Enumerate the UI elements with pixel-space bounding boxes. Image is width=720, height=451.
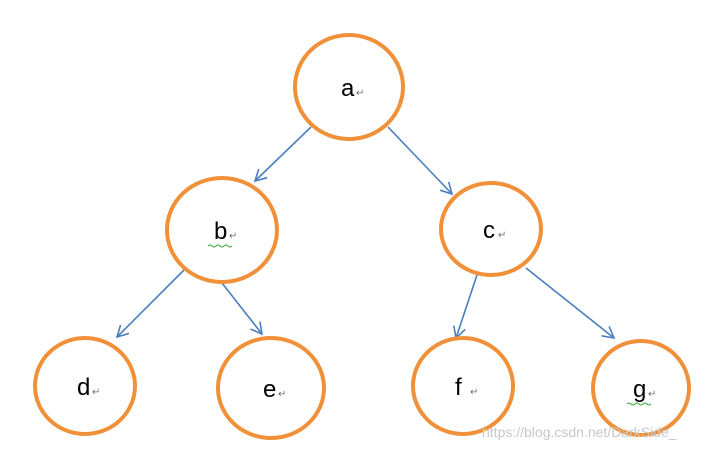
- node-a-label: a: [341, 75, 355, 102]
- node-e-label: e: [263, 376, 276, 403]
- node-g-label: g: [633, 376, 646, 403]
- node-e-circle: [216, 336, 326, 440]
- edge-a-b-arrow: [253, 126, 312, 183]
- edge-c-f-arrow: [452, 271, 479, 340]
- node-a: a↵: [293, 33, 405, 141]
- watermark-text: https://blog.csdn.net/DarkSide_: [482, 424, 677, 440]
- edge-b-e-arrow: [221, 282, 264, 336]
- node-c-circle: [439, 181, 543, 277]
- node-c-label: c: [483, 217, 495, 244]
- node-c: c↵: [439, 181, 543, 277]
- node-b-label: b: [214, 218, 227, 245]
- paragraph-mark-icon: ↵: [470, 387, 478, 398]
- paragraph-mark-icon: ↵: [648, 389, 656, 400]
- edges-layer: [115, 126, 616, 340]
- node-d: d↵: [33, 336, 137, 436]
- node-a-circle: [293, 33, 405, 141]
- node-e: e↵: [216, 336, 326, 440]
- node-d-label: d: [77, 374, 90, 401]
- spellcheck-squiggle-icon: [207, 244, 233, 248]
- node-b-circle: [165, 176, 279, 284]
- node-g-circle: [591, 339, 691, 437]
- node-f: f↵: [411, 336, 515, 436]
- edge-c-g-arrow: [525, 267, 616, 340]
- paragraph-mark-icon: ↵: [498, 230, 506, 241]
- node-f-label: f: [455, 374, 462, 401]
- paragraph-mark-icon: ↵: [278, 389, 286, 400]
- paragraph-mark-icon: ↵: [356, 88, 364, 99]
- nodes-layer: a↵b↵c↵d↵e↵f↵g↵: [33, 33, 691, 440]
- node-f-circle: [411, 336, 515, 436]
- node-g: g↵: [591, 339, 691, 437]
- edge-b-d-arrow: [115, 269, 185, 339]
- node-b: b↵: [165, 176, 279, 284]
- paragraph-mark-icon: ↵: [229, 231, 237, 242]
- node-d-circle: [33, 336, 137, 436]
- edge-a-c-arrow: [387, 126, 454, 196]
- spellcheck-squiggle-icon: [626, 402, 652, 406]
- paragraph-mark-icon: ↵: [92, 387, 100, 398]
